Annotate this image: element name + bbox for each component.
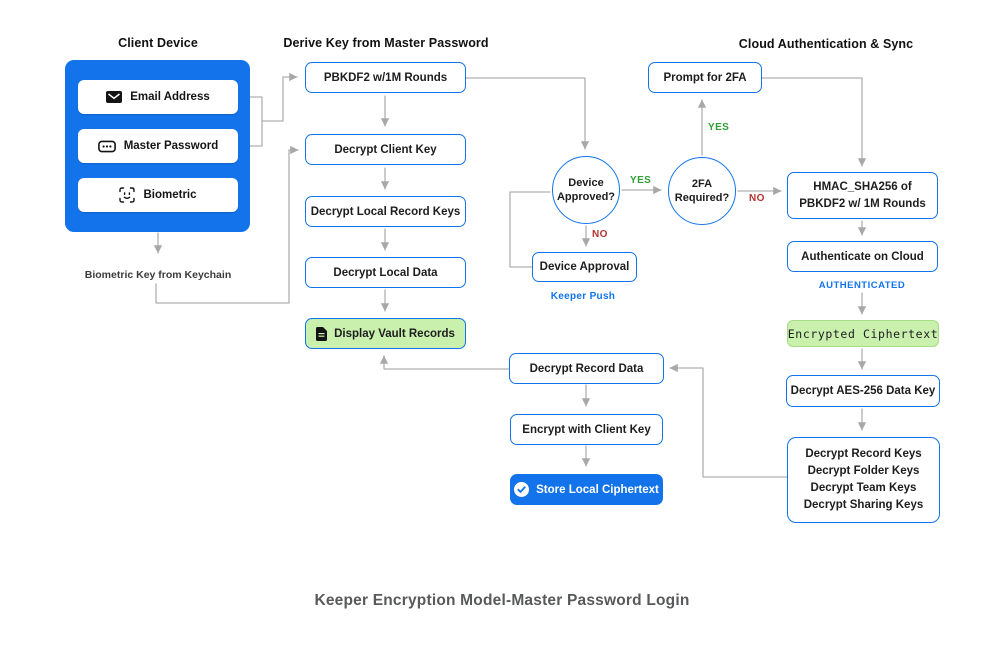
wire-approval-loop: [509, 191, 551, 268]
node-store-local-ciphertext: Store Local Ciphertext: [510, 474, 663, 505]
node-encrypt-with-client-key: Encrypt with Client Key: [510, 414, 663, 445]
face-scan-icon: [119, 187, 136, 203]
email-address-field[interactable]: Email Address: [78, 80, 238, 114]
hmac-line2: PBKDF2 w/ 1M Rounds: [799, 197, 926, 210]
2fa-required-line2: Required?: [674, 192, 730, 204]
label-no-device: NO: [592, 229, 608, 240]
node-decrypt-local-data: Decrypt Local Data: [305, 257, 466, 288]
wire-prompt-to-hmac: [761, 77, 867, 167]
wire-keys-to-record-data: [669, 363, 788, 478]
store-local-ciphertext-label: Store Local Ciphertext: [536, 483, 659, 496]
section-header-derive-key: Derive Key from Master Password: [283, 36, 489, 50]
decrypt-sharing-keys-line: Decrypt Sharing Keys: [803, 499, 924, 511]
node-decrypt-keys-group: Decrypt Record Keys Decrypt Folder Keys …: [787, 437, 940, 523]
envelope-icon: [106, 91, 123, 103]
node-pbkdf2: PBKDF2 w/1M Rounds: [305, 62, 466, 93]
node-authenticate-cloud: Authenticate on Cloud: [787, 241, 938, 272]
wire-biometric-to-decrypt-client-key: [155, 145, 299, 304]
2fa-required-line1: 2FA: [691, 178, 713, 190]
node-decrypt-record-data: Decrypt Record Data: [509, 353, 664, 384]
wire-credentials-to-pbkdf2: [261, 72, 298, 122]
node-decrypt-aes-data-key: Decrypt AES-256 Data Key: [786, 375, 940, 407]
node-decrypt-local-record-keys: Decrypt Local Record Keys: [305, 196, 466, 227]
node-decrypt-client-key: Decrypt Client Key: [305, 134, 466, 165]
master-password-label: Master Password: [123, 140, 219, 152]
node-display-vault-records: Display Vault Records: [305, 318, 466, 349]
device-approved-line1: Device: [568, 177, 604, 189]
decrypt-folder-keys-line: Decrypt Folder Keys: [807, 465, 920, 477]
device-approved-line2: Approved?: [556, 191, 616, 203]
label-yes-2fa: YES: [708, 122, 730, 133]
label-authenticated: AUTHENTICATED: [818, 280, 906, 291]
label-yes-device: YES: [630, 175, 652, 186]
diagram-title: Keeper Encryption Model-Master Password …: [314, 592, 690, 609]
biometric-label: Biometric: [143, 189, 197, 201]
master-password-field[interactable]: Master Password: [78, 129, 238, 163]
decrypt-record-keys-line: Decrypt Record Keys: [805, 448, 922, 460]
biometric-button[interactable]: Biometric: [78, 178, 238, 212]
client-device-panel: Email Address Master Password Biometric: [65, 60, 250, 232]
node-device-approval: Device Approval: [532, 252, 637, 282]
password-field-icon: [97, 140, 116, 153]
label-keeper-push: Keeper Push: [550, 291, 616, 302]
decision-2fa-required: 2FA Required?: [668, 157, 736, 225]
hmac-line1: HMAC_SHA256 of: [813, 180, 912, 193]
display-vault-records-label: Display Vault Records: [334, 327, 455, 340]
section-header-cloud-auth: Cloud Authentication & Sync: [738, 37, 914, 51]
section-header-client-device: Client Device: [118, 36, 198, 50]
biometric-keychain-note: Biometric Key from Keychain: [84, 269, 232, 281]
email-address-label: Email Address: [130, 91, 210, 103]
wire-record-data-to-display: [379, 355, 510, 370]
node-prompt-2fa: Prompt for 2FA: [648, 62, 762, 93]
decrypt-team-keys-line: Decrypt Team Keys: [810, 482, 917, 494]
node-hmac-sha256: HMAC_SHA256 of PBKDF2 w/ 1M Rounds: [787, 172, 938, 219]
check-circle-icon: [514, 482, 530, 497]
label-no-2fa: NO: [749, 193, 765, 204]
decision-device-approved: Device Approved?: [552, 156, 620, 224]
wire-pbkdf2-to-device-circle: [465, 77, 590, 150]
node-encrypted-ciphertext: Encrypted Ciphertext: [787, 320, 939, 347]
document-icon: [316, 326, 328, 341]
